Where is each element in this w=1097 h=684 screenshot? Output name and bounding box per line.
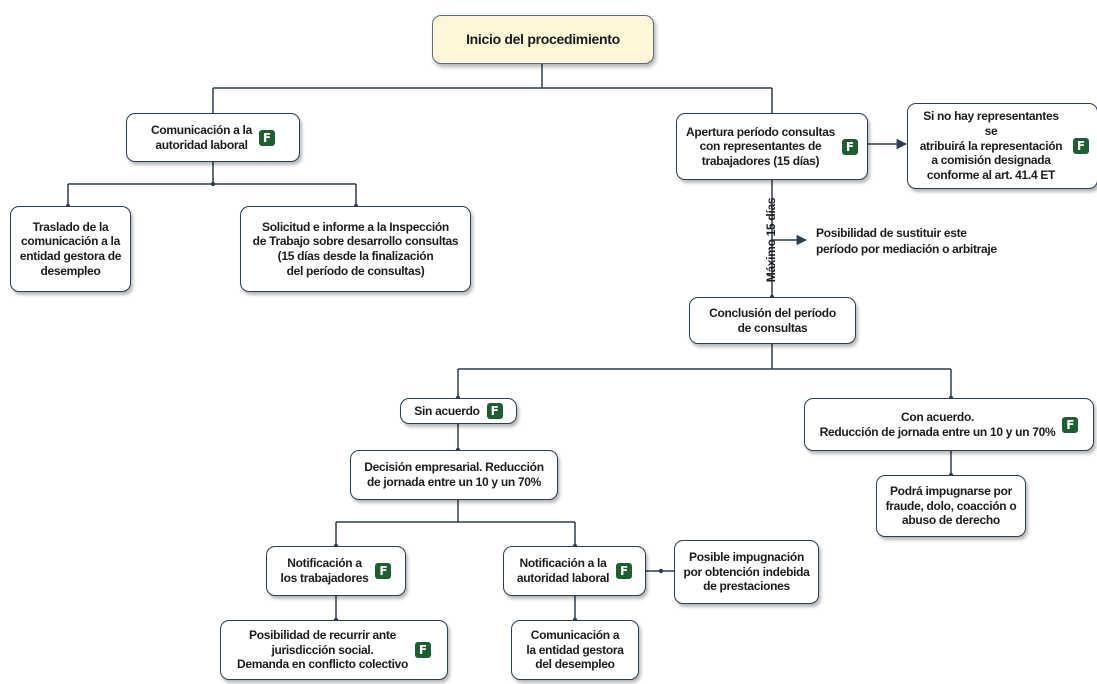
- form-badge-icon: F: [841, 138, 858, 155]
- apertura-consultas-label: Apertura período consultas con represent…: [686, 124, 835, 168]
- comunicacion-autoridad-node: Comunicación a la autoridad laboral F: [126, 113, 300, 162]
- sin-acuerdo-node: Sin acuerdo F: [400, 398, 517, 424]
- notificacion-autoridad-label: Notificación a la autoridad laboral: [516, 556, 610, 585]
- form-badge-icon: F: [486, 403, 503, 419]
- posible-impugnacion-node: Posible impugnación por obtención indebi…: [674, 540, 819, 604]
- conclusion-consultas-node: Conclusión del período de consultas: [689, 297, 856, 344]
- comunicacion-entidad-node: Comunicación a la entidad gestora del de…: [511, 620, 639, 680]
- form-badge-icon: F: [415, 642, 432, 658]
- decision-empresarial-node: Decisión empresarial. Reducción de jorna…: [350, 450, 558, 500]
- con-acuerdo-label: Con acuerdo. Reducción de jornada entre …: [819, 409, 1056, 439]
- apertura-consultas-node: Apertura período consultas con represent…: [676, 113, 868, 180]
- start-node-label: Inicio del procedimiento: [466, 30, 620, 47]
- sin-acuerdo-label: Sin acuerdo: [414, 403, 480, 418]
- form-badge-icon: F: [616, 563, 633, 579]
- maximo-15-dias-label: Máximo 15 días: [764, 197, 778, 283]
- posible-impugnacion-label: Posible impugnación por obtención indebi…: [683, 550, 810, 594]
- conclusion-consultas-label: Conclusión del período de consultas: [709, 305, 836, 335]
- recurrir-jurisdiccion-label: Posibilidad de recurrir ante jurisdicció…: [236, 628, 409, 672]
- form-badge-icon: F: [1073, 138, 1089, 154]
- form-badge-icon: F: [258, 129, 275, 146]
- sin-representantes-label: Si no hay representantes se atribuirá la…: [919, 109, 1063, 182]
- podra-impugnarse-node: Podrá impugnarse por fraude, dolo, coacc…: [876, 475, 1026, 537]
- con-acuerdo-node: Con acuerdo. Reducción de jornada entre …: [804, 398, 1094, 451]
- traslado-entidad-node: Traslado de la comunicación a la entidad…: [10, 206, 131, 292]
- form-badge-icon: F: [375, 563, 392, 579]
- traslado-entidad-label: Traslado de la comunicación a la entidad…: [19, 219, 122, 278]
- sin-representantes-node: Si no hay representantes se atribuirá la…: [907, 103, 1097, 189]
- podra-impugnarse-label: Podrá impugnarse por fraude, dolo, coacc…: [885, 484, 1017, 528]
- start-node: Inicio del procedimiento: [432, 15, 654, 64]
- solicitud-inspeccion-node: Solicitud e informe a la Inspección de T…: [240, 206, 471, 292]
- notificacion-trabajadores-node: Notificación a los trabajadores F: [266, 546, 406, 596]
- decision-empresarial-label: Decisión empresarial. Reducción de jorna…: [364, 460, 544, 489]
- notificacion-trabajadores-label: Notificación a los trabajadores: [280, 556, 369, 585]
- notificacion-autoridad-node: Notificación a la autoridad laboral F: [503, 546, 646, 596]
- solicitud-inspeccion-label: Solicitud e informe a la Inspección de T…: [252, 219, 459, 278]
- form-badge-icon: F: [1062, 416, 1079, 433]
- sustituir-periodo-note: Posibilidad de sustituir este período po…: [816, 226, 997, 256]
- comunicacion-entidad-label: Comunicación a la entidad gestora del de…: [526, 628, 624, 672]
- recurrir-jurisdiccion-node: Posibilidad de recurrir ante jurisdicció…: [220, 620, 448, 680]
- comunicacion-autoridad-label: Comunicación a la autoridad laboral: [151, 122, 252, 152]
